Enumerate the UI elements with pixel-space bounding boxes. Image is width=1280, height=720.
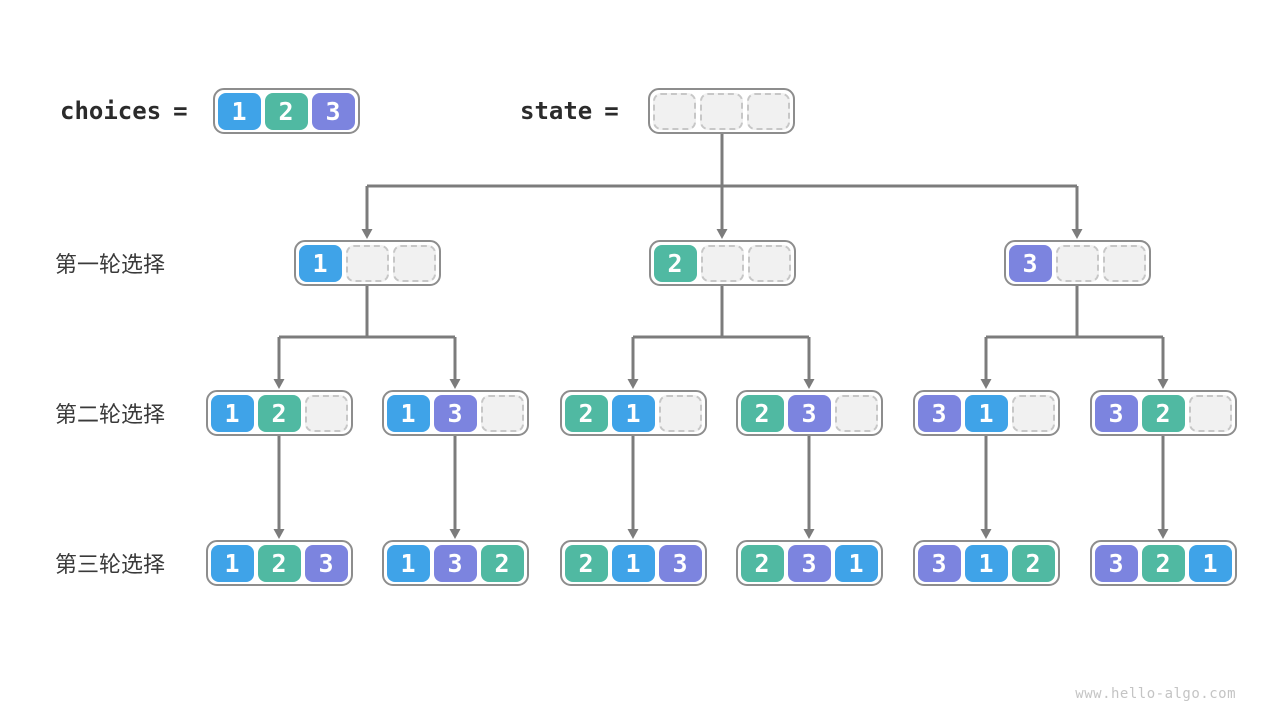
choices-label: choices = xyxy=(60,88,188,134)
arrowhead-icon xyxy=(980,379,992,389)
empty-cell xyxy=(700,244,744,282)
arrowhead-icon xyxy=(361,229,373,239)
choice-cell-3: 3 xyxy=(787,394,831,432)
arrowhead-icon xyxy=(716,229,728,239)
row-label-round-3: 第三轮选择 xyxy=(55,552,166,577)
empty-cell xyxy=(480,394,524,432)
choice-cell-1: 1 xyxy=(964,544,1008,582)
choice-cell-3: 3 xyxy=(433,544,477,582)
arrowhead-icon xyxy=(449,529,461,539)
choice-cell-3: 3 xyxy=(1094,544,1138,582)
arrowhead-icon xyxy=(980,529,992,539)
choice-cell-2: 2 xyxy=(1141,394,1185,432)
choice-cell-3: 3 xyxy=(658,544,702,582)
state-label-text: state xyxy=(520,97,593,125)
choices-label-text: choices xyxy=(60,97,162,125)
choice-cell-1: 1 xyxy=(1188,544,1232,582)
empty-cell xyxy=(345,244,389,282)
arrowhead-icon xyxy=(1157,379,1169,389)
choice-cell-1: 1 xyxy=(386,544,430,582)
row-label-round-1: 第一轮选择 xyxy=(55,252,166,277)
choice-cell-3: 3 xyxy=(1094,394,1138,432)
arrowhead-icon xyxy=(803,379,815,389)
row-label-round-2: 第二轮选择 xyxy=(55,402,166,427)
choice-cell-2: 2 xyxy=(1011,544,1055,582)
empty-cell xyxy=(746,92,790,130)
empty-cell xyxy=(834,394,878,432)
choice-cell-3: 3 xyxy=(433,394,477,432)
choice-cell-3: 3 xyxy=(1008,244,1052,282)
choice-cell-2: 2 xyxy=(653,244,697,282)
round1-node-1: 2 xyxy=(648,240,796,286)
state-box xyxy=(647,88,795,134)
choices-equals-sign: = xyxy=(173,97,188,125)
choice-cell-3: 3 xyxy=(311,92,355,130)
empty-cell xyxy=(1188,394,1232,432)
choice-cell-1: 1 xyxy=(964,394,1008,432)
empty-cell xyxy=(658,394,702,432)
arrowhead-icon xyxy=(273,379,285,389)
round1-node-0: 1 xyxy=(293,240,441,286)
choice-cell-2: 2 xyxy=(257,544,301,582)
arrowhead-icon xyxy=(627,529,639,539)
round1-node-2: 3 xyxy=(1003,240,1151,286)
choice-cell-2: 2 xyxy=(564,394,608,432)
choice-cell-1: 1 xyxy=(217,92,261,130)
state-label: state = xyxy=(520,88,619,134)
arrowhead-icon xyxy=(449,379,461,389)
arrowhead-icon xyxy=(273,529,285,539)
choice-cell-1: 1 xyxy=(298,244,342,282)
state-equals-sign: = xyxy=(604,97,619,125)
empty-cell xyxy=(392,244,436,282)
empty-cell xyxy=(1055,244,1099,282)
choice-cell-2: 2 xyxy=(1141,544,1185,582)
empty-cell xyxy=(699,92,743,130)
choice-cell-2: 2 xyxy=(257,394,301,432)
choice-cell-1: 1 xyxy=(386,394,430,432)
empty-cell xyxy=(1011,394,1055,432)
arrowhead-icon xyxy=(627,379,639,389)
arrowhead-icon xyxy=(1071,229,1083,239)
choice-cell-3: 3 xyxy=(787,544,831,582)
choice-cell-3: 3 xyxy=(917,394,961,432)
choice-cell-1: 1 xyxy=(210,394,254,432)
choice-cell-1: 1 xyxy=(611,544,655,582)
arrowhead-icon xyxy=(1157,529,1169,539)
empty-cell xyxy=(747,244,791,282)
choice-cell-2: 2 xyxy=(564,544,608,582)
choice-cell-1: 1 xyxy=(611,394,655,432)
empty-cell xyxy=(652,92,696,130)
choice-cell-3: 3 xyxy=(917,544,961,582)
choice-cell-2: 2 xyxy=(480,544,524,582)
choice-cell-1: 1 xyxy=(210,544,254,582)
watermark: www.hello-algo.com xyxy=(1075,686,1236,702)
arrowhead-icon xyxy=(803,529,815,539)
choice-cell-2: 2 xyxy=(740,394,784,432)
empty-cell xyxy=(1102,244,1146,282)
choice-cell-1: 1 xyxy=(834,544,878,582)
empty-cell xyxy=(304,394,348,432)
choice-cell-3: 3 xyxy=(304,544,348,582)
choice-cell-2: 2 xyxy=(264,92,308,130)
choice-cell-2: 2 xyxy=(740,544,784,582)
